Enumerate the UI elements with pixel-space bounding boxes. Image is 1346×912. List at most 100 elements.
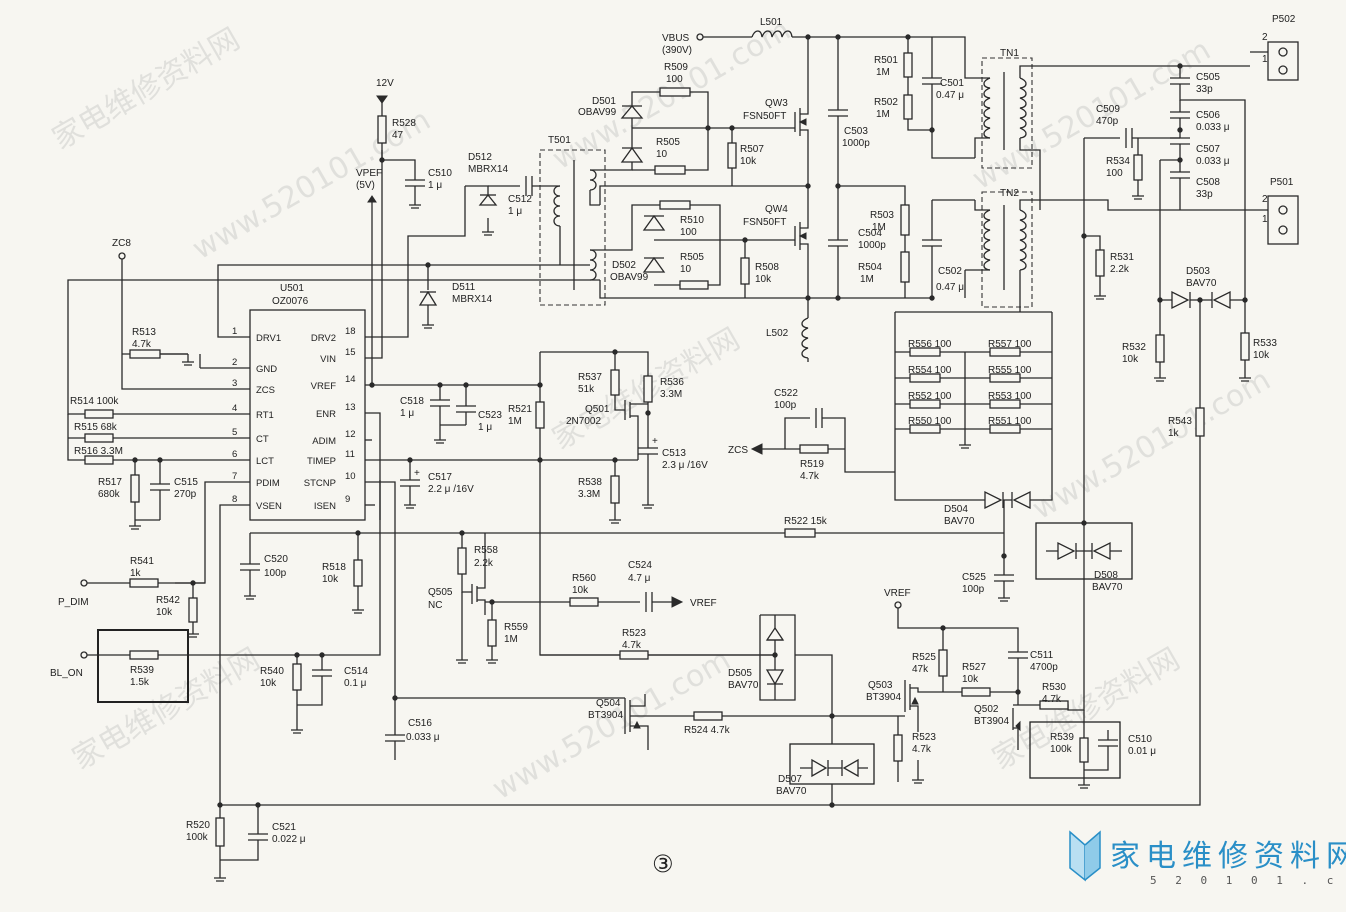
q504-val: BT3904 bbox=[588, 710, 623, 721]
ic-pin-number: 14 bbox=[345, 374, 356, 385]
d508-ref: D508 bbox=[1094, 570, 1118, 581]
r514-label: R514 100k bbox=[70, 396, 119, 407]
p502-pin1: 1 bbox=[1262, 54, 1268, 65]
q503-q502-section: VREF R525 47k C511 4700p R527 10k Q503 B… bbox=[832, 523, 1156, 789]
ic-pin-number: 9 bbox=[345, 494, 350, 505]
p501-pin2: 2 bbox=[1262, 194, 1268, 205]
r515-label: R515 68k bbox=[74, 422, 118, 433]
ic-pin-number: 7 bbox=[232, 471, 237, 482]
r555-label: R555 100 bbox=[988, 365, 1032, 376]
watermarks: 家电维修资料网 www.520101.com www.520101.com ww… bbox=[47, 12, 1277, 807]
ic-pin-name: VIN bbox=[320, 354, 336, 365]
r508-ref: R508 bbox=[755, 262, 779, 273]
r539a-val: 1.5k bbox=[130, 677, 150, 688]
r531-val: 2.2k bbox=[1110, 264, 1130, 275]
c525-ref: C525 bbox=[962, 572, 986, 583]
r519-ref: R519 bbox=[800, 459, 824, 470]
d504-val: BAV70 bbox=[944, 516, 975, 527]
r532-val: 10k bbox=[1122, 354, 1139, 365]
p-dim-label: P_DIM bbox=[58, 597, 89, 608]
r558-ref: R558 bbox=[474, 545, 498, 556]
plus-sign2: + bbox=[652, 436, 658, 447]
r534-val: 100 bbox=[1106, 168, 1123, 179]
logo-url: 5 2 0 1 0 1 . c o m bbox=[1150, 874, 1346, 887]
c521-ref: C521 bbox=[272, 822, 296, 833]
zcs-out-label: ZCS bbox=[728, 445, 748, 456]
c509-val: 470p bbox=[1096, 116, 1119, 127]
ic-pin-number: 2 bbox=[232, 357, 237, 368]
isen-section: R522 15k C520 100p R518 10k bbox=[240, 516, 1007, 614]
c504-ref: C504 bbox=[858, 228, 882, 239]
r534-ref: R534 bbox=[1106, 156, 1130, 167]
ic-pin-number: 4 bbox=[232, 403, 237, 414]
ic-u501: U501 OZ0076 1DRV12GND3ZCS4RT15CT6LCT7PDI… bbox=[232, 283, 366, 521]
p501-pin1: 1 bbox=[1262, 214, 1268, 225]
c508-ref: C508 bbox=[1196, 177, 1220, 188]
qw3-val: FSN50FT bbox=[743, 111, 786, 122]
r543-ref: R543 bbox=[1168, 416, 1192, 427]
c522-val: 100p bbox=[774, 400, 797, 411]
r518-ref: R518 bbox=[322, 562, 346, 573]
r521-val: 1M bbox=[508, 416, 522, 427]
r505b-ref: R505 bbox=[680, 252, 704, 263]
r538-val: 3.3M bbox=[578, 489, 600, 500]
r538-ref: R538 bbox=[578, 477, 602, 488]
c502-val: 0.47 μ bbox=[936, 282, 964, 293]
r516-label: R516 3.3M bbox=[74, 446, 123, 457]
p502-pin2: 2 bbox=[1262, 32, 1268, 43]
ic-pin-name: LCT bbox=[256, 456, 274, 467]
c523-val: 1 μ bbox=[478, 422, 492, 433]
c510b-val: 0.01 μ bbox=[1128, 746, 1156, 757]
supply-section: 12V R528 47 C510 1 μ D512 MBRX14 C512 1 … bbox=[376, 78, 560, 329]
c503-ref: C503 bbox=[844, 126, 868, 137]
logo-text: 家电维修资料网 bbox=[1110, 839, 1346, 874]
zcs-feedback: ZCS C522 100p R519 4.7k bbox=[728, 388, 895, 482]
tn1-label: TN1 bbox=[1000, 48, 1019, 59]
vbus-v-label: (390V) bbox=[662, 45, 692, 56]
r524-label: R524 4.7k bbox=[684, 725, 731, 736]
q501-val: 2N7002 bbox=[566, 416, 601, 427]
r518-val: 10k bbox=[322, 574, 339, 585]
ic-pin-name: VSEN bbox=[256, 501, 282, 512]
r556-label: R556 100 bbox=[908, 339, 952, 350]
r507-val: 10k bbox=[740, 156, 757, 167]
c501-ref: C501 bbox=[940, 78, 964, 89]
d501-val: OBAV99 bbox=[578, 107, 617, 118]
r509-ref: R509 bbox=[664, 62, 688, 73]
c514-val: 0.1 μ bbox=[344, 678, 367, 689]
c518-val: 1 μ bbox=[400, 408, 414, 419]
ic-pin-name: CT bbox=[256, 434, 269, 445]
bl-on-label: BL_ON bbox=[50, 668, 83, 679]
r525-ref: R525 bbox=[912, 652, 936, 663]
c510a-ref: C510 bbox=[428, 168, 452, 179]
c510a-val: 1 μ bbox=[428, 180, 442, 191]
d507-ref: D507 bbox=[778, 774, 802, 785]
r523a-ref: R523 bbox=[622, 628, 646, 639]
r513-ref: R513 bbox=[132, 327, 156, 338]
ic-pin-number: 5 bbox=[232, 427, 237, 438]
tn2-label: TN2 bbox=[1000, 188, 1019, 199]
r505a-val: 10 bbox=[656, 149, 668, 160]
p502-label: P502 bbox=[1272, 14, 1296, 25]
l501-label: L501 bbox=[760, 17, 783, 28]
r550-label: R550 100 bbox=[908, 416, 952, 427]
r520-val: 100k bbox=[186, 832, 209, 843]
connectors: 2 1 P502 2 1 P501 C505 33p C506 0.033 μ … bbox=[1083, 14, 1299, 523]
qw4-ref: QW4 bbox=[765, 204, 788, 215]
r510-val: 100 bbox=[680, 227, 697, 238]
ic-pin-number: 13 bbox=[345, 402, 356, 413]
r510-ref: R510 bbox=[680, 215, 704, 226]
ic-pin-number: 15 bbox=[345, 347, 356, 358]
r558-val: 2.2k bbox=[474, 558, 494, 569]
r537-val: 51k bbox=[578, 384, 595, 395]
r537-ref: R537 bbox=[578, 372, 602, 383]
r501-ref: R501 bbox=[874, 55, 898, 66]
ic-pin-name: ENR bbox=[316, 409, 336, 420]
r560-ref: R560 bbox=[572, 573, 596, 584]
watermark-cn: 家电维修资料网 bbox=[67, 642, 266, 777]
qw4-val: FSN50FT bbox=[743, 217, 786, 228]
vref-top-label: VREF bbox=[884, 588, 911, 599]
ic-pin-number: 6 bbox=[232, 449, 237, 460]
ic-pin-number: 12 bbox=[345, 429, 356, 440]
